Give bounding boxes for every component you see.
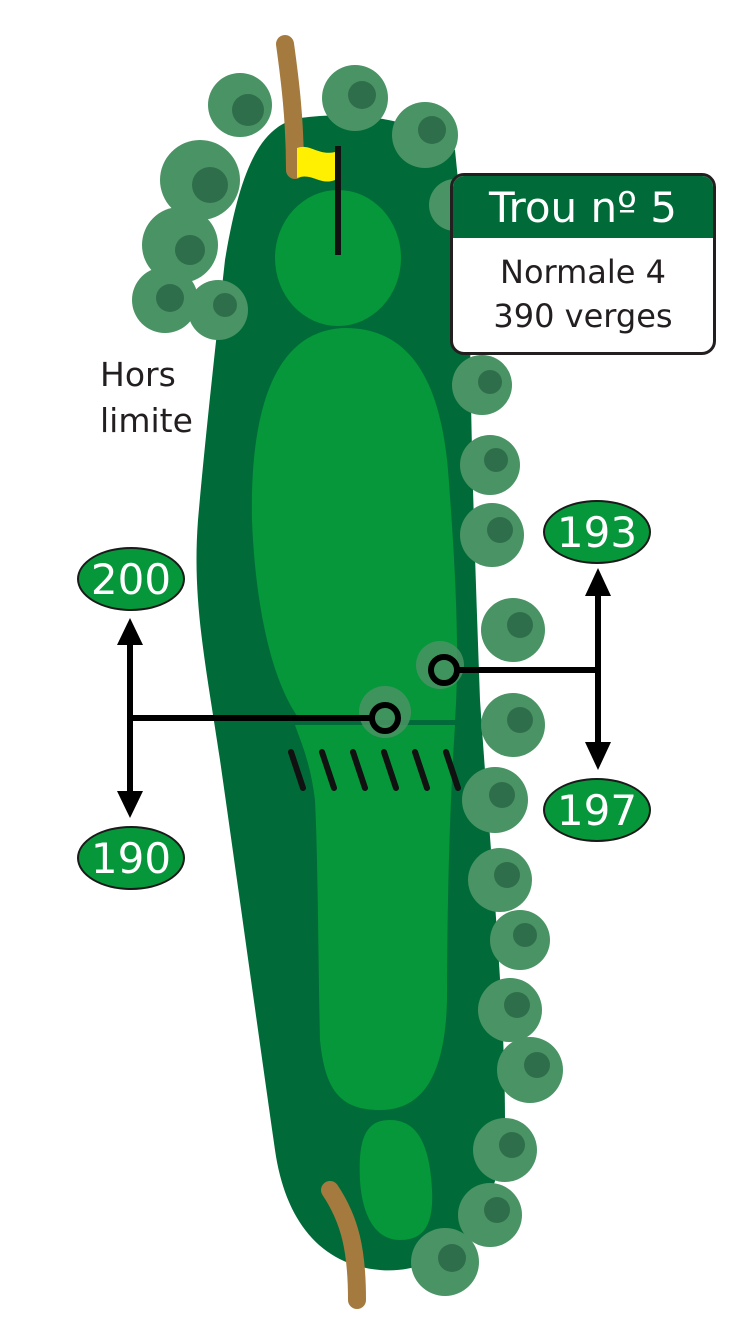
fairway-lower (295, 725, 455, 1110)
tree-icon (458, 1183, 522, 1247)
tree-icon (411, 1228, 479, 1296)
out-of-bounds-line-2: limite (100, 401, 193, 440)
flag-icon (297, 146, 335, 182)
tree-icon (481, 693, 545, 757)
hole-info-card: Trou nº 5 Normale 4 390 verges (450, 173, 716, 355)
tree-icon (497, 1037, 563, 1103)
tree-icon (208, 73, 272, 137)
tree-icon (468, 848, 532, 912)
tree-icon (481, 598, 545, 662)
out-of-bounds-label: Hors limite (100, 352, 193, 444)
distance-arrow-icon (428, 568, 611, 770)
yardage-marker-left-lower: 190 (77, 826, 185, 890)
tree-icon (460, 435, 520, 495)
tree-icon (478, 978, 542, 1042)
cart-path-icon (276, 35, 304, 179)
fairway-upper (251, 328, 458, 720)
distance-arrow-icon (117, 618, 401, 818)
tree-icon (188, 280, 248, 340)
hazard-line-icon (288, 749, 461, 791)
yardage-marker-right-upper: 193 (543, 500, 651, 564)
tree-icon (462, 767, 528, 833)
out-of-bounds-line-1: Hors (100, 355, 176, 394)
tree-icon (460, 503, 524, 567)
cart-path-icon (321, 1181, 366, 1309)
tree-icon (322, 65, 388, 131)
yardage-marker-right-lower: 197 (543, 778, 651, 842)
tree-icon (490, 910, 550, 970)
tree-icon (160, 140, 240, 220)
tree-cluster-right (411, 355, 563, 1296)
distance-label: 390 verges (493, 297, 673, 335)
tree-cluster-left (132, 73, 272, 340)
tee-box (359, 1120, 433, 1240)
hole-title: Trou nº 5 (453, 176, 713, 238)
yardage-marker-left-upper: 200 (77, 547, 185, 611)
putting-green (275, 190, 401, 326)
tree-icon (142, 207, 218, 283)
par-label: Normale 4 (500, 253, 666, 291)
tree-icon (452, 355, 512, 415)
tree-icon (132, 267, 198, 333)
tree-icon (392, 102, 458, 168)
tree-icon (473, 1118, 537, 1182)
